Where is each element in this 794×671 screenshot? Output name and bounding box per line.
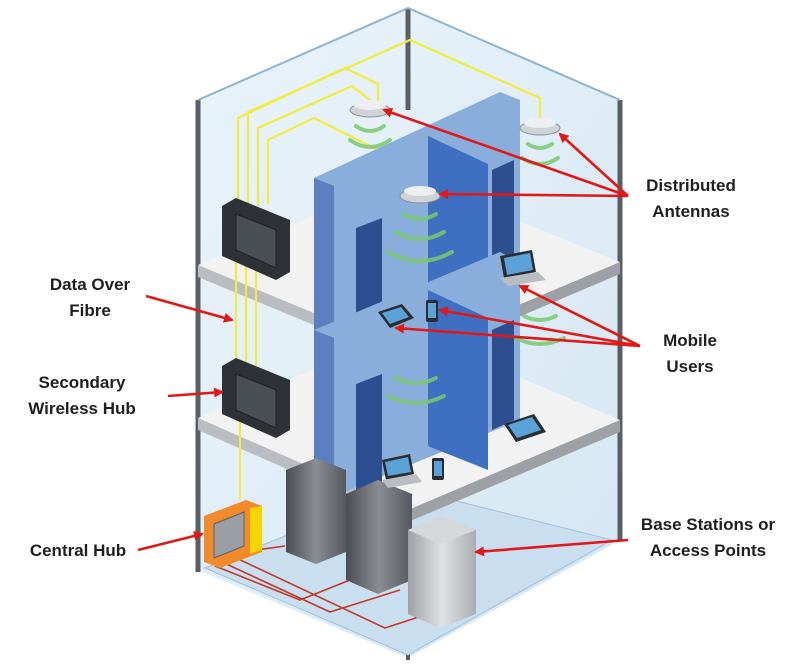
label-mobile-users-line2: Users — [666, 357, 714, 376]
label-central-hub: Central Hub — [14, 538, 142, 564]
fibre-cables — [234, 38, 542, 500]
laptop-middle — [382, 454, 422, 488]
antenna-2 — [519, 118, 561, 136]
label-mobile-users-line1: Mobile — [663, 331, 717, 350]
tablet-middle — [504, 414, 546, 442]
phone-upper — [426, 300, 438, 322]
central-hub-device — [204, 500, 262, 568]
label-distributed-antennas-line2: Antennas — [652, 202, 730, 221]
secondary-hub-upper — [222, 198, 290, 280]
label-data-over-fibre: Data Over Fibre — [30, 272, 150, 324]
label-base-stations-line2: Access Points — [649, 541, 767, 560]
label-secondary-wireless-hub-line2: Wireless Hub — [28, 399, 136, 418]
label-data-over-fibre-line2: Fibre — [69, 301, 111, 320]
label-distributed-antennas-line1: Distributed — [646, 176, 736, 195]
label-distributed-antennas: Distributed Antennas — [636, 173, 746, 225]
label-base-stations-line1: Base Stations or — [640, 515, 776, 534]
laptop-upper — [500, 250, 546, 286]
secondary-hub-lower — [222, 358, 290, 438]
label-secondary-wireless-hub: Secondary Wireless Hub — [4, 370, 160, 422]
signal-waves — [348, 124, 566, 405]
antenna-3 — [399, 186, 441, 204]
tablet-upper — [378, 304, 414, 328]
callout-arrows — [137, 107, 641, 557]
server-racks — [286, 458, 476, 628]
phone-middle — [432, 458, 444, 480]
label-data-over-fibre-line1: Data Over — [49, 275, 131, 294]
label-mobile-users: Mobile Users — [640, 328, 740, 380]
label-central-hub-text: Central Hub — [29, 541, 127, 560]
label-base-stations: Base Stations or Access Points — [628, 512, 788, 564]
label-secondary-wireless-hub-line1: Secondary — [38, 373, 126, 392]
partitions-middle — [314, 252, 520, 496]
antenna-1 — [349, 100, 391, 118]
